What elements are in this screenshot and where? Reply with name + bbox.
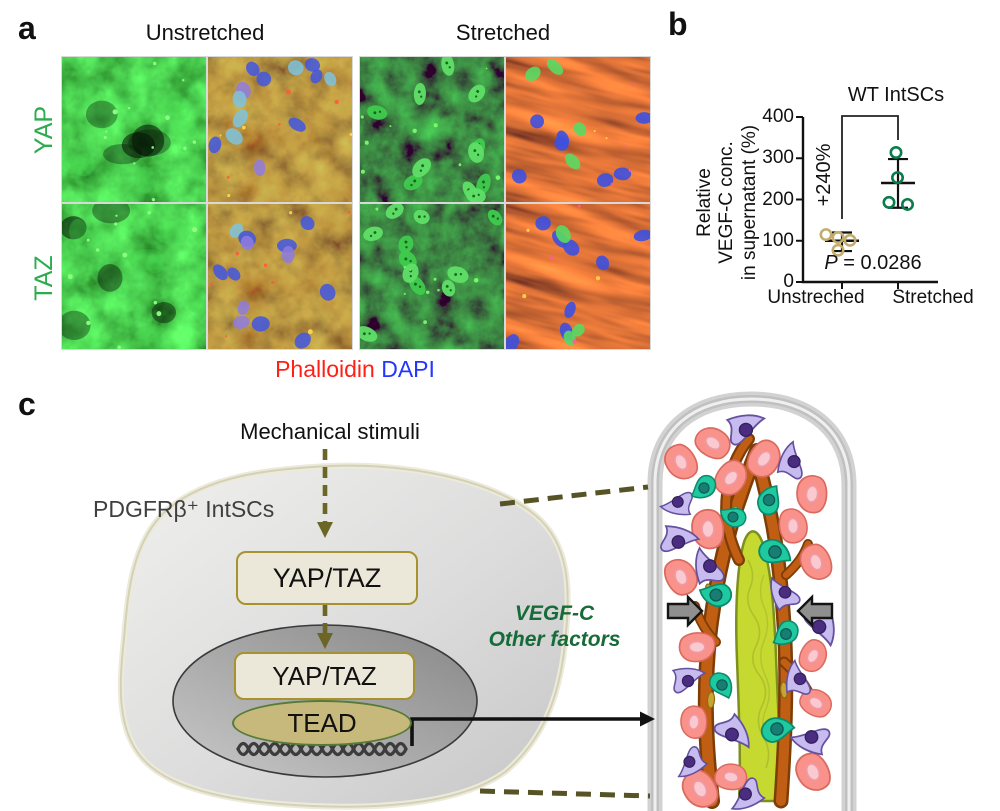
purple-cell bbox=[713, 712, 750, 749]
data-point bbox=[889, 145, 903, 159]
y-tick-label: 0 bbox=[783, 271, 794, 292]
phalloidin-label: Phalloidin bbox=[275, 356, 375, 382]
teal-cell bbox=[772, 620, 799, 645]
micrograph-taz-stretched-merge bbox=[506, 204, 650, 349]
cell-type-label: PDGFRβ⁺ IntSCs bbox=[93, 496, 275, 522]
pink-cell bbox=[664, 443, 698, 480]
y-tick-label: 200 bbox=[762, 188, 794, 210]
other-factors-text: Other factors bbox=[488, 627, 621, 651]
pink-cell bbox=[691, 509, 725, 550]
pink-cell bbox=[798, 639, 827, 673]
purple-cell bbox=[785, 658, 812, 695]
purple-cell bbox=[776, 440, 803, 480]
micrograph-yap-stretched-merge bbox=[506, 57, 650, 202]
data-point bbox=[882, 195, 896, 209]
translocation-arrow bbox=[317, 605, 333, 649]
fold-change-annotation: +240% bbox=[812, 143, 835, 207]
yaptaz-nucleus-node: YAP/TAZ bbox=[234, 652, 415, 700]
p-value: P = 0.0286 bbox=[806, 252, 940, 275]
pink-cell bbox=[678, 632, 716, 663]
mechanical-stimuli-label: Mechanical stimuli bbox=[240, 419, 420, 444]
panel-c-label: c bbox=[18, 386, 36, 422]
pink-cell bbox=[796, 475, 828, 514]
compression-arrow-left bbox=[666, 594, 704, 628]
panel-b-label: b bbox=[668, 6, 688, 42]
column-header-stretched: Stretched bbox=[455, 20, 551, 45]
row-label-taz: TAZ bbox=[29, 255, 58, 301]
micrograph-taz-unstretched-merge bbox=[208, 204, 352, 349]
y-tick-label: 100 bbox=[762, 229, 794, 251]
pink-cell bbox=[795, 752, 831, 791]
gene-expression-arrow bbox=[410, 711, 655, 746]
pink-cell bbox=[778, 508, 808, 544]
data-point bbox=[843, 233, 857, 247]
dna-icon bbox=[236, 741, 408, 757]
secreted-factors-label: VEGF-C Other factors bbox=[462, 601, 647, 652]
micrograph-yap-unstretched-merge bbox=[208, 57, 352, 202]
pink-cell bbox=[681, 769, 719, 808]
pink-cell bbox=[714, 763, 748, 791]
dapi-label: DAPI bbox=[381, 356, 435, 382]
micrograph-yap-unstretched-green bbox=[62, 57, 206, 202]
y-axis-label-line1: Relative bbox=[693, 168, 715, 237]
pink-cell bbox=[694, 427, 731, 460]
micrograph-yap-stretched-green bbox=[360, 57, 504, 202]
teal-cell bbox=[708, 672, 733, 700]
x-category-stretched: Stretched bbox=[892, 287, 974, 308]
p-value-symbol: P bbox=[824, 252, 838, 274]
purple-cell bbox=[677, 746, 709, 778]
data-point bbox=[831, 230, 845, 244]
mechanical-stimuli-arrow bbox=[317, 449, 333, 538]
yaptaz-cytoplasm-node: YAP/TAZ bbox=[236, 551, 418, 605]
panel-a-label: a bbox=[18, 10, 36, 46]
comparison-bracket bbox=[841, 115, 899, 219]
purple-cell bbox=[695, 546, 725, 586]
vegfc-text: VEGF-C bbox=[514, 602, 595, 625]
teal-cell bbox=[719, 507, 747, 528]
zoom-connector-bottom bbox=[479, 788, 651, 799]
purple-cell bbox=[660, 525, 701, 553]
data-point bbox=[831, 243, 845, 257]
data-point bbox=[890, 171, 904, 185]
y-tick-label: 400 bbox=[762, 106, 794, 127]
purple-cell bbox=[789, 728, 831, 756]
tead-node: TEAD bbox=[232, 700, 412, 746]
pink-cell bbox=[799, 688, 833, 718]
column-header-unstretched: Unstretched bbox=[145, 20, 265, 45]
data-point bbox=[819, 228, 833, 242]
p-value-number: = 0.0286 bbox=[837, 252, 922, 274]
row-label-yap: YAP bbox=[29, 105, 58, 155]
villus-wall-highlight bbox=[653, 397, 851, 811]
data-point bbox=[900, 197, 914, 211]
pink-cell bbox=[680, 705, 708, 739]
micrograph-taz-stretched-green bbox=[360, 204, 504, 349]
x-category-unstreched: Unstreched bbox=[767, 287, 865, 308]
teal-cell bbox=[757, 485, 780, 516]
purple-cell bbox=[725, 414, 767, 446]
villus-illustration bbox=[647, 391, 857, 811]
compression-arrow-right bbox=[796, 594, 834, 628]
purple-cell bbox=[671, 667, 707, 694]
teal-cell bbox=[760, 717, 796, 743]
stain-caption: Phalloidin DAPI bbox=[230, 356, 480, 383]
purple-cell bbox=[658, 491, 693, 516]
zoom-connector-top bbox=[499, 484, 649, 507]
pink-cell bbox=[714, 459, 748, 496]
purple-cell bbox=[730, 777, 766, 810]
pink-cell bbox=[746, 439, 781, 478]
cell-membrane-line bbox=[119, 464, 569, 808]
micrograph-taz-unstretched-green bbox=[62, 204, 206, 349]
y-tick-label: 300 bbox=[762, 147, 794, 169]
scatter-plot bbox=[796, 115, 938, 289]
chart-title: WT IntSCs bbox=[847, 84, 945, 106]
teal-cell bbox=[690, 474, 717, 499]
teal-cell bbox=[758, 538, 792, 564]
teal-cell bbox=[698, 583, 733, 608]
purple-cell bbox=[770, 576, 801, 612]
y-axis-label-line2: VEGF-C conc. bbox=[716, 141, 738, 264]
pink-cell bbox=[799, 543, 833, 580]
pink-cell bbox=[663, 558, 698, 596]
villus-cells bbox=[658, 414, 835, 810]
